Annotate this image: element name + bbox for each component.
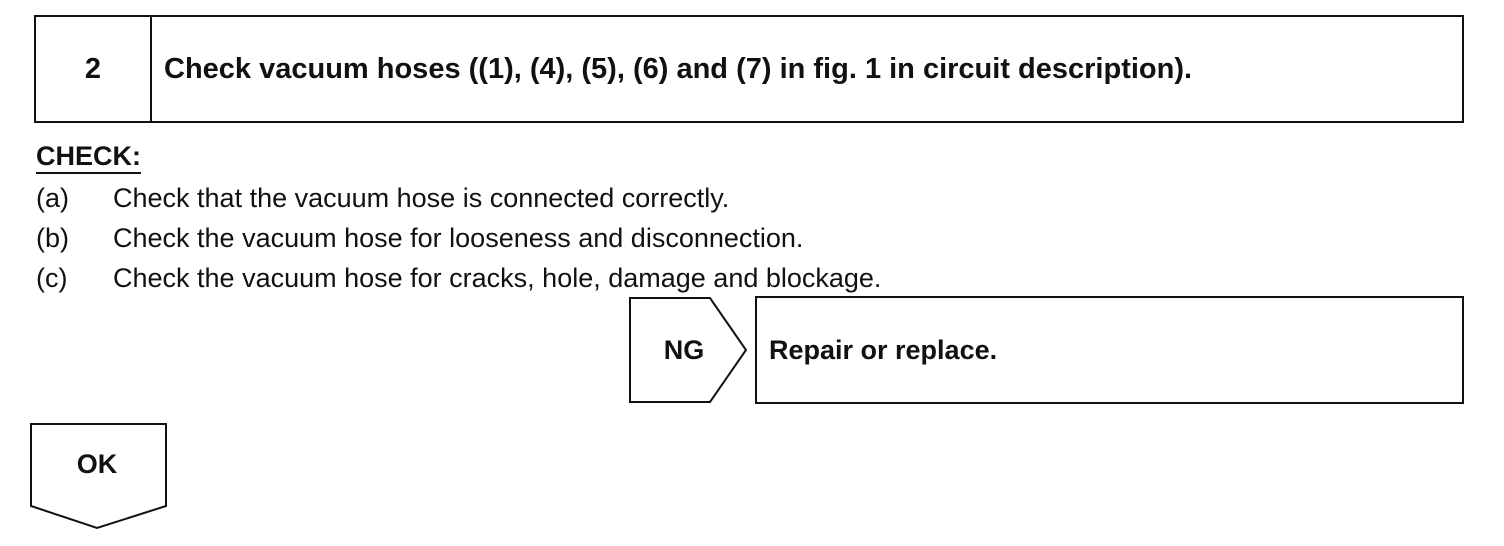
check-item-letter: (a) <box>36 182 69 213</box>
check-item: (a) Check that the vacuum hose is connec… <box>36 178 881 218</box>
check-item-text: Check the vacuum hose for looseness and … <box>113 222 804 253</box>
check-item-text: Check the vacuum hose for cracks, hole, … <box>113 262 882 293</box>
ng-result-box: Repair or replace. <box>755 296 1464 404</box>
ng-label: NG <box>663 334 705 365</box>
ng-arrow-shape <box>629 297 748 403</box>
check-item: (b) Check the vacuum hose for looseness … <box>36 218 881 258</box>
check-item-text: Check that the vacuum hose is connected … <box>113 182 730 213</box>
ok-label: OK <box>76 448 118 479</box>
ok-arrow-shape <box>30 423 167 530</box>
check-list: (a) Check that the vacuum hose is connec… <box>36 178 881 298</box>
check-item: (c) Check the vacuum hose for cracks, ho… <box>36 258 881 298</box>
check-item-letter: (c) <box>36 262 68 293</box>
step-title: Check vacuum hoses ((1), (4), (5), (6) a… <box>164 52 1193 85</box>
step-header-box: 2 Check vacuum hoses ((1), (4), (5), (6)… <box>34 15 1464 123</box>
check-heading: CHECK: <box>36 140 141 174</box>
check-item-letter: (b) <box>36 222 69 253</box>
step-number: 2 <box>36 17 152 121</box>
